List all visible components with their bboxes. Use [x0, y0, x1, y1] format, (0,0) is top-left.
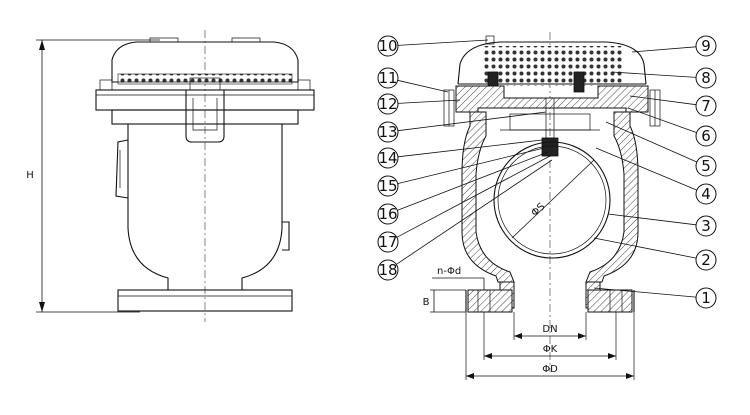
callout-circle-4	[695, 183, 717, 205]
callout-leader-1	[593, 287, 697, 298]
callout-circle-17	[377, 231, 399, 253]
callout-circle-1	[695, 287, 717, 309]
part-number-11: 11	[378, 69, 397, 87]
callout-leader-11	[397, 79, 449, 93]
part-number-15: 15	[378, 177, 397, 195]
callout-leader-17	[396, 155, 551, 238]
part-number-3: 3	[701, 217, 711, 235]
part-number-2: 2	[701, 251, 711, 269]
callout-circle-8	[695, 67, 717, 89]
part-number-9: 9	[701, 37, 711, 55]
callout-circle-2	[695, 249, 717, 271]
callout-leader-3	[607, 213, 697, 226]
elevation-view: H	[26, 30, 315, 322]
callout-leader-18	[396, 159, 553, 265]
callout-leader-14	[397, 139, 543, 158]
callout-leader-4	[595, 147, 697, 191]
callout-circle-14	[377, 147, 399, 169]
callout-circle-11	[377, 67, 399, 89]
nominal-diameter-label: DN	[542, 324, 557, 335]
callout-leader-12	[397, 99, 461, 104]
callout-leader-2	[593, 237, 697, 259]
callout-leader-7	[629, 95, 697, 106]
callout-circle-9	[695, 35, 717, 57]
flange-diameter-label: ΦD	[542, 364, 558, 375]
callout-leader-10	[397, 39, 489, 46]
part-number-16: 16	[378, 205, 397, 223]
callout-leader-8	[611, 71, 697, 78]
callout-leader-6	[627, 107, 697, 133]
callout-circle-18	[377, 259, 399, 281]
bolt-holes-label: n-Φd	[437, 266, 461, 277]
part-number-4: 4	[701, 185, 711, 203]
callout-circle-12	[377, 93, 399, 115]
part-number-17: 17	[378, 233, 397, 251]
callout-circle-15	[377, 175, 399, 197]
callout-circle-10	[377, 35, 399, 57]
callout-circle-16	[377, 203, 399, 225]
part-number-14: 14	[378, 149, 397, 167]
part-number-1: 1	[701, 289, 711, 307]
callout-circle-3	[695, 215, 717, 237]
section-view: ΦS n-Φd B DN ΦK	[423, 32, 661, 380]
ball-diameter-label: ΦS	[529, 201, 547, 219]
callout-leader-5	[605, 121, 697, 163]
callout-leader-16	[397, 151, 549, 211]
part-number-7: 7	[701, 97, 711, 115]
callout-circle-5	[695, 155, 717, 177]
callout-leader-9	[631, 46, 697, 53]
bolt-circle-label: ΦK	[543, 344, 558, 355]
callout-circle-6	[695, 125, 717, 147]
callout-leader-13	[397, 111, 547, 132]
callout-circle-13	[377, 121, 399, 143]
part-number-8: 8	[701, 69, 711, 87]
flange-thickness-label: B	[423, 297, 430, 308]
part-number-18: 18	[378, 261, 397, 279]
callout-leader-15	[397, 147, 545, 184]
part-number-5: 5	[701, 157, 711, 175]
part-number-12: 12	[378, 95, 397, 113]
part-number-13: 13	[378, 123, 397, 141]
callout-circle-7	[695, 95, 717, 117]
height-dimension-label: H	[26, 170, 34, 181]
part-number-6: 6	[701, 127, 711, 145]
part-number-10: 10	[378, 37, 397, 55]
